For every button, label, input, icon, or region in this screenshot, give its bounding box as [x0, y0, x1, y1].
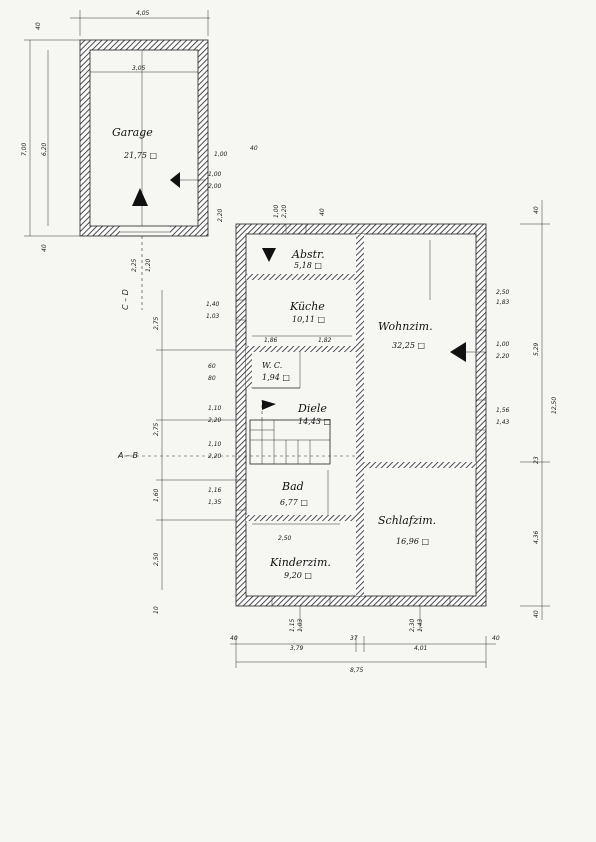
dim-bottom-c: 4,01: [414, 645, 427, 652]
dim-garage-top: 4,05: [136, 10, 150, 17]
staircase: [249, 419, 331, 465]
dim-diele-r1: 1,56: [496, 407, 510, 414]
dim-diele-l3: 1,10: [208, 441, 222, 448]
dim-kueche-l2: 1,03: [206, 313, 220, 320]
dim-kueche-w2: 1,82: [318, 337, 332, 344]
diele-label: Diele: [297, 402, 327, 415]
bad-label: Bad: [281, 480, 304, 493]
dim-garage-win-h: 2,00: [208, 183, 222, 190]
schlafzim-area: 16,96 □: [396, 537, 429, 546]
dim-bottom-a: 3,79: [290, 645, 304, 652]
dim-garage-corner-top: 40: [35, 22, 42, 30]
dim-door-b: 1,00: [273, 204, 280, 218]
dim-garage-win-w: 1,00: [208, 171, 222, 178]
dim-diele-l2: 2,20: [208, 417, 222, 424]
diele-area: 14,43 □: [298, 417, 331, 426]
kueche-label: Küche: [289, 300, 325, 313]
dim-diele-l4: 2,20: [208, 453, 222, 460]
kueche-area: 10,11 □: [292, 315, 325, 324]
dim-bottom-total: 8,75: [350, 667, 364, 674]
dim-right-x: 23: [533, 456, 540, 464]
abstr-area: 5,18 □: [294, 261, 322, 270]
dim-abstr-win: 2,25: [131, 258, 138, 272]
dim-abstr-win2: 1,20: [145, 258, 152, 272]
dim-diele-r2: 1,43: [496, 419, 510, 426]
wohnzim-area: 32,25 □: [392, 341, 425, 350]
garage-section-marker: [132, 188, 148, 206]
dim-left-d: 2,50: [153, 552, 160, 566]
abstr-arrow: [262, 248, 276, 262]
bad-area: 6,77 □: [280, 498, 308, 507]
dim-schlaf-b2: 1,43: [417, 618, 424, 632]
dimension-lines: [24, 10, 550, 668]
dim-bottom-r: 40: [492, 635, 500, 642]
abstr-label: Abstr.: [291, 248, 325, 261]
dim-wohn-r1: 2,50: [496, 289, 510, 296]
dim-kueche-w: 1,86: [264, 337, 278, 344]
dim-wohn-r2: 1,83: [496, 299, 510, 306]
dim-left-e: 10: [153, 606, 160, 614]
garage-area: 21,75 □: [123, 151, 157, 160]
dim-wohn-r3: 1,00: [496, 341, 510, 348]
dim-door-c: 40: [319, 208, 326, 216]
dim-right-low: 4,36: [533, 530, 540, 544]
dim-door-a2: 2,20: [217, 208, 224, 222]
section-ab-label: A – B: [117, 451, 138, 460]
kinderzim-label: Kinderzim.: [269, 556, 331, 569]
dim-kinder-top: 2,50: [278, 535, 292, 542]
schlafzim-label: Schlafzim.: [378, 514, 436, 527]
dim-diele-l1: 1,10: [208, 405, 222, 412]
dim-bad-l2: 1,35: [208, 499, 222, 506]
wohnzim-section-marker: [450, 342, 466, 362]
kinderzim-area: 9,20 □: [284, 571, 312, 580]
wc-area: 1,94 □: [262, 373, 290, 382]
dim-wohn-r4: 2,20: [496, 353, 510, 360]
dim-bad-l1: 1,16: [208, 487, 222, 494]
dim-bottom-l: 40: [230, 635, 238, 642]
dim-schlaf-b1: 2,30: [409, 618, 416, 632]
garage-window-arrow: [170, 172, 180, 188]
dim-right-mid: 5,29: [533, 342, 540, 356]
dim-wc-l1: 60: [208, 363, 216, 370]
dim-garage-left-b: 6,20: [41, 142, 48, 156]
dim-left-a: 2,75: [153, 316, 160, 330]
dim-left-c: 1,60: [153, 488, 160, 502]
dim-garage-corner-bottom: 40: [41, 244, 48, 252]
section-cd-label: C – D: [121, 289, 130, 310]
dim-garage-left-a: 7,00: [21, 142, 28, 156]
dim-garage-inner: 3,05: [132, 65, 146, 72]
interior-walls: [246, 234, 476, 596]
dim-door-a: 1,00: [214, 151, 228, 158]
diele-section-marker: [262, 400, 276, 410]
dim-wc-l2: 80: [208, 375, 216, 382]
wohnzim-label: Wohnzim.: [378, 320, 433, 333]
dim-kueche-l1: 1,40: [206, 301, 220, 308]
wc-label: W. C.: [262, 361, 282, 370]
garage-walls: [79, 39, 209, 237]
garage-label: Garage: [112, 126, 153, 139]
dim-bottom-b: 37: [350, 635, 358, 642]
dim-right-top: 40: [533, 206, 540, 214]
dim-left-b: 2,75: [153, 422, 160, 436]
dim-right-total: 12,50: [551, 397, 558, 414]
dim-garage-side: 40: [250, 145, 258, 152]
dim-right-bottom: 40: [533, 610, 540, 618]
dim-kinder-b2: 1,03: [297, 618, 304, 632]
dim-kinder-b1: 1,15: [289, 618, 296, 632]
dim-door-b2: 2,20: [281, 204, 288, 218]
